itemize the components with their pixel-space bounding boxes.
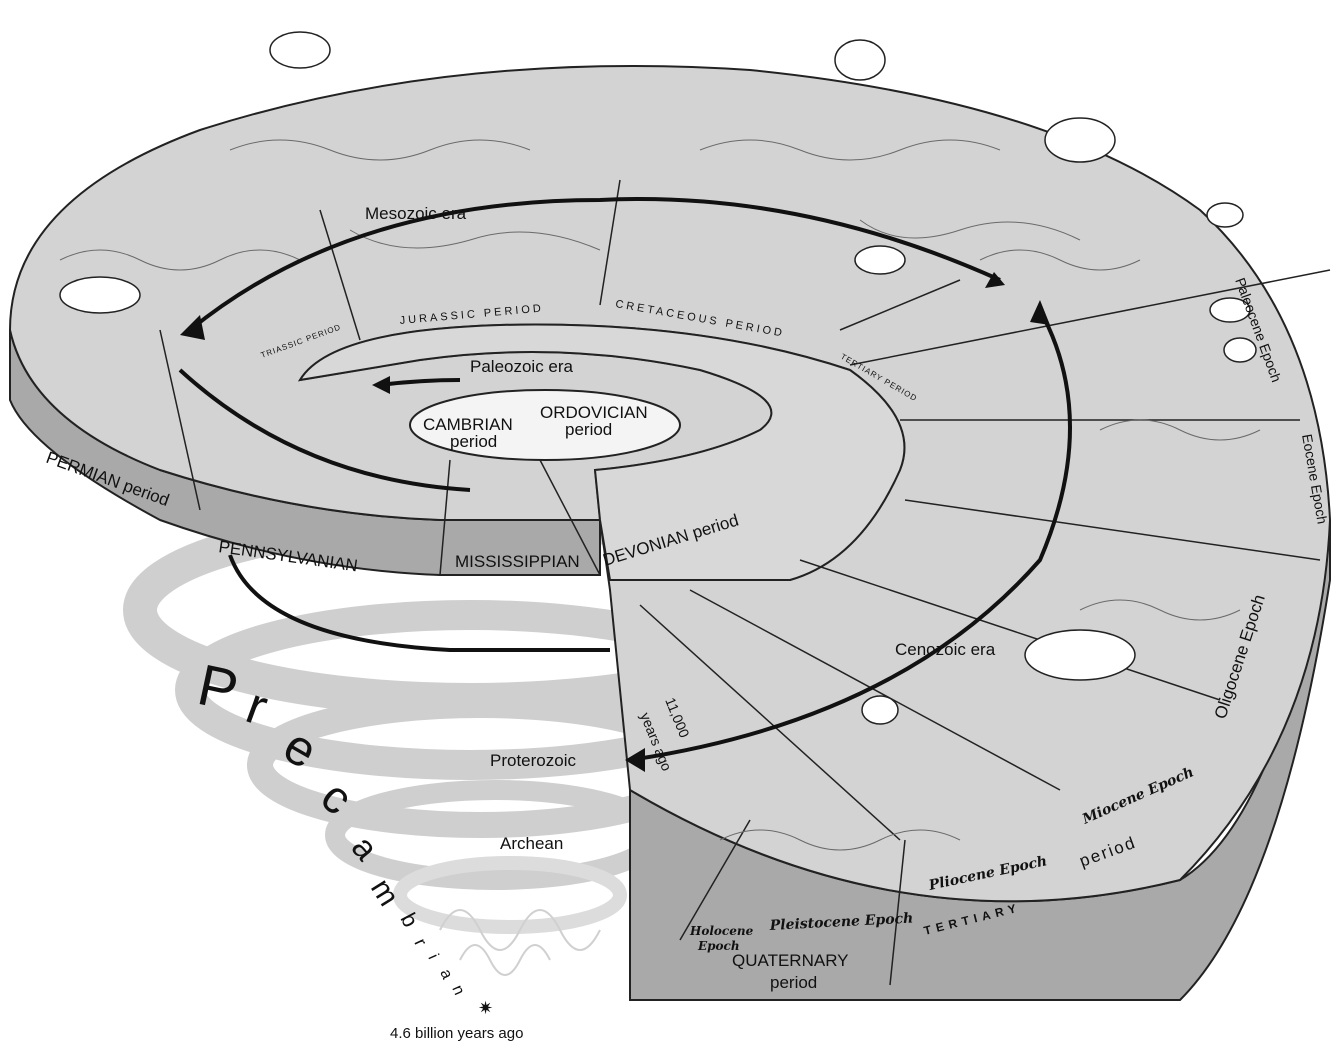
spiral-slab-top (10, 66, 1330, 901)
ordovician-sub-label: period (565, 420, 612, 439)
precambrian-letter: a (436, 967, 455, 982)
start-star-icon: ✷ (478, 998, 493, 1018)
quaternary-label: QUATERNARY (732, 951, 849, 970)
paleozoic-label: Paleozoic era (470, 357, 574, 376)
start-label: 4.6 billion years ago (390, 1025, 523, 1042)
cenozoic-label: Cenozoic era (895, 640, 996, 659)
quaternary-sub-label: period (770, 973, 817, 992)
start-marker: ✷ 4.6 billion years ago (390, 998, 523, 1042)
precambrian-letter: b (396, 909, 424, 932)
mississippian-label: MISSISSIPPIAN (455, 552, 580, 571)
proterozoic-label: Proterozoic (490, 751, 576, 770)
precambrian-letter: n (448, 983, 467, 998)
precambrian-letter: r (410, 935, 431, 949)
holocene-label: Holocene (689, 924, 754, 938)
holocene-sub-label: Epoch (697, 939, 740, 953)
cambrian-sub-label: period (450, 432, 497, 451)
precambrian-letter: i (424, 952, 441, 962)
archean-label: Archean (500, 834, 563, 853)
mesozoic-label: Mesozoic era (365, 204, 467, 223)
